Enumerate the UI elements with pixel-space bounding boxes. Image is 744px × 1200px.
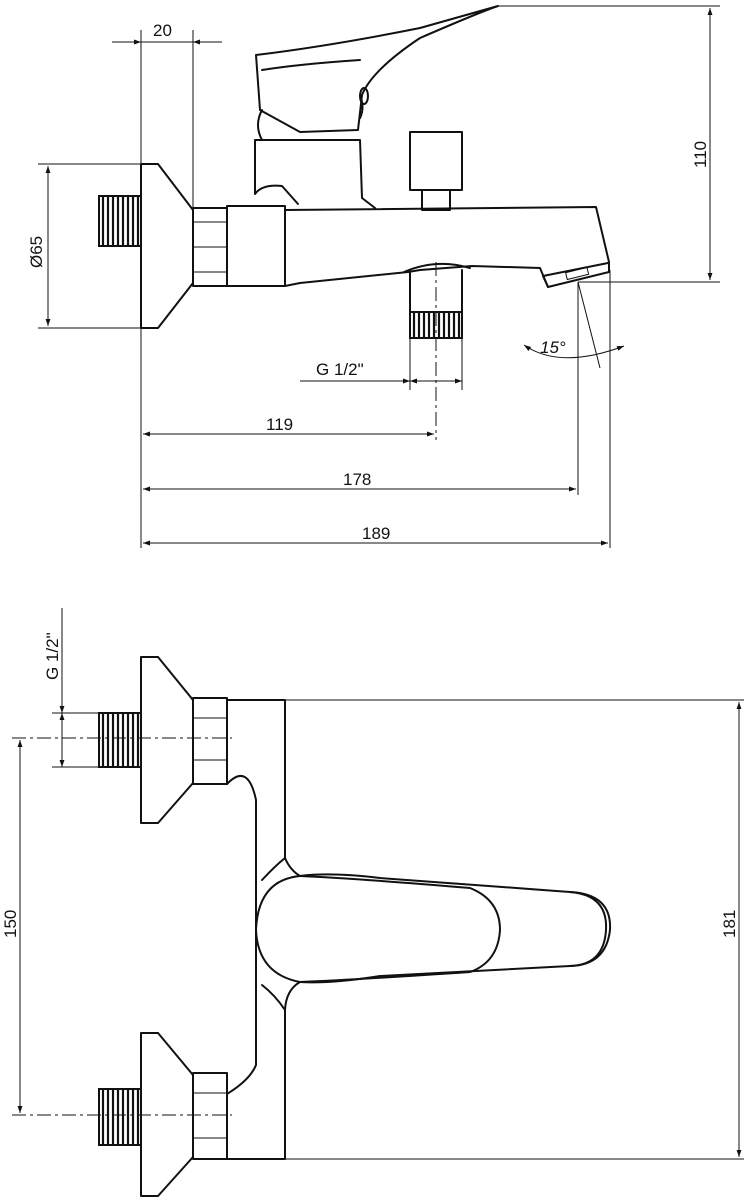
wall-flange-side [140,163,194,329]
dim-height: 110 [498,5,720,283]
dim-inlet-spacing-label: 150 [1,910,20,938]
cartridge-housing [254,139,376,209]
body-collar-side [226,205,286,287]
hex-nut-side [192,207,228,287]
dim-outlet-thread-label: G 1/2" [316,360,364,379]
dim-height-label: 110 [691,141,710,168]
outlet-thread-side [403,262,471,440]
side-view: 20 Ø65 110 G 1/2" 15° [27,5,720,548]
front-view: G 1/2" 150 181 [1,608,744,1197]
inlet-thread-side [98,195,142,247]
diverter-knob [409,131,463,211]
dim-outlet-angle-label: 15° [540,338,566,357]
dim-lengths: 119 178 189 [140,270,611,548]
inlet-lower [98,1032,228,1197]
lever-handle-front [255,873,612,984]
dim-flange-diameter-label: Ø65 [27,236,46,268]
dim-outlet-thread: G 1/2" [300,338,463,390]
dim-outlet-angle: 15° [523,281,625,369]
dim-overall-height-label: 181 [720,910,739,938]
dim-flange-offset: 20 [112,21,222,210]
dim-overall-height: 181 [285,699,744,1160]
dim-flange-offset-label: 20 [153,21,172,40]
dim-flange-diameter: Ø65 [27,163,141,329]
dim-to-spout-label: 178 [343,470,371,489]
dim-to-outlet-label: 119 [266,415,293,434]
dim-inlet-thread: G 1/2" [43,608,141,768]
spout-side [284,206,610,288]
dim-inlet-spacing: 150 [1,740,23,1113]
dim-inlet-thread-label: G 1/2" [43,632,62,680]
inlet-upper [98,656,228,824]
dim-overall-length-label: 189 [362,524,390,543]
body-front [226,699,301,1160]
lever-handle-side [255,5,499,133]
